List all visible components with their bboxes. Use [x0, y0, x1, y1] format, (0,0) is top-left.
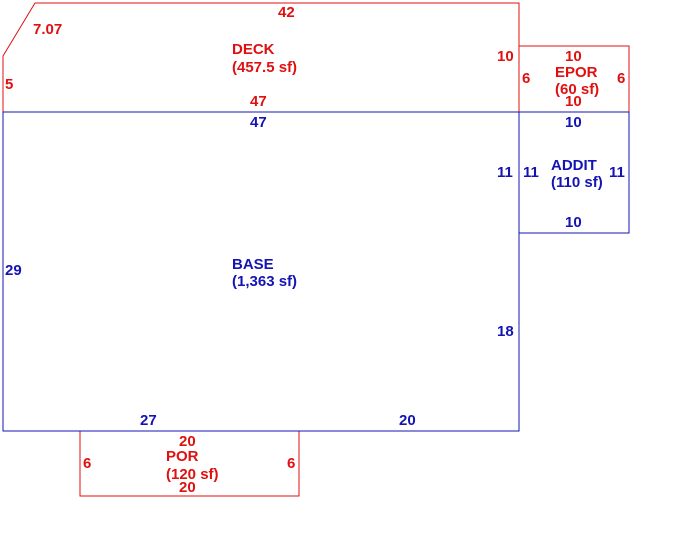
por-dim-bottom: 20 [179, 479, 196, 496]
base-dim-bottom-right: 20 [399, 412, 416, 429]
por-dim-right: 6 [287, 455, 295, 472]
epor-area: (60 sf) [555, 81, 599, 98]
por-dim-top: 20 [179, 433, 196, 450]
base-dim-right-upper: 11 [497, 164, 513, 181]
addit-dim-top: 10 [565, 114, 582, 131]
addit-name: ADDIT [551, 157, 597, 174]
base-name: BASE [232, 256, 274, 273]
deck-dim-right: 10 [497, 48, 514, 65]
base-dim-top: 47 [250, 114, 267, 131]
epor-dim-right: 6 [617, 70, 625, 87]
por-dim-left: 6 [83, 455, 91, 472]
por-area: (120 sf) [166, 466, 219, 483]
deck-dim-top: 42 [278, 4, 295, 21]
base-dim-right-lower: 18 [497, 323, 514, 340]
deck-name: DECK [232, 41, 275, 58]
deck-dim-diagonal: 7.07 [33, 21, 62, 38]
deck-area: (457.5 sf) [232, 59, 297, 76]
epor-name: EPOR [555, 64, 598, 81]
addit-dim-left: 11 [523, 164, 539, 181]
por-name: POR [166, 448, 199, 465]
base-area: (1,363 sf) [232, 273, 297, 290]
epor-dim-left: 6 [522, 70, 530, 87]
addit-dim-right: 11 [609, 164, 625, 181]
epor-dim-bottom: 10 [565, 93, 582, 110]
deck-dim-left: 5 [5, 76, 13, 93]
base-dim-left: 29 [5, 262, 22, 279]
base-outline [2, 111, 520, 432]
epor-dim-top: 10 [565, 48, 582, 65]
base-dim-bottom-left: 27 [140, 412, 157, 429]
addit-area: (110 sf) [551, 174, 603, 191]
addit-dim-bottom: 10 [565, 214, 582, 231]
deck-dim-bottom: 47 [250, 93, 267, 110]
